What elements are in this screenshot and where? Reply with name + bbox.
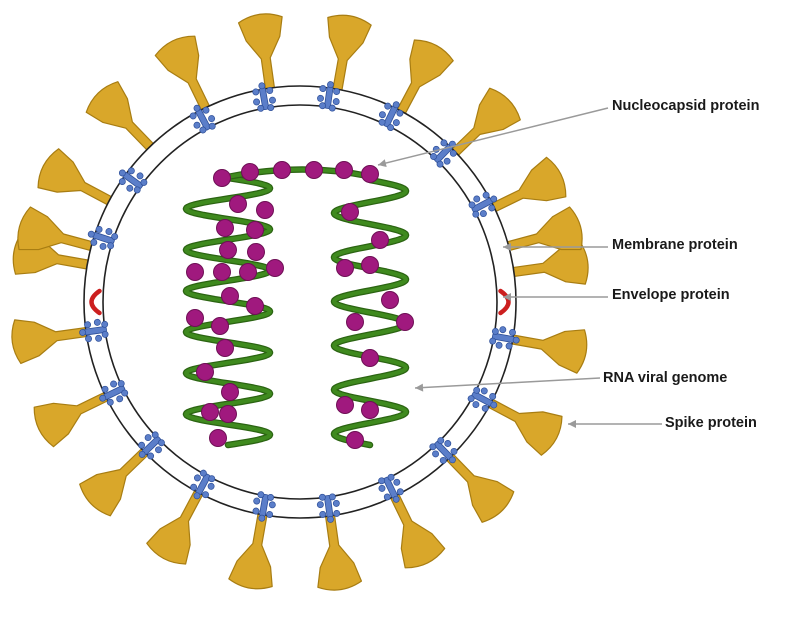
rna-strand-core xyxy=(332,178,408,447)
label-spike-protein: Spike protein xyxy=(665,415,757,431)
envelope-protein-icon xyxy=(498,288,511,316)
nucleocapsid-bead-icon xyxy=(346,431,364,449)
spike-protein-icon xyxy=(85,81,157,154)
spike-protein-icon xyxy=(146,486,206,565)
membrane-protein-icon xyxy=(252,491,276,522)
nucleocapsid-bead-icon xyxy=(186,263,204,281)
envelope-protein-icon xyxy=(89,288,102,316)
rna-strand-core xyxy=(184,176,272,447)
nucleocapsid-bead-icon xyxy=(216,219,234,237)
arrowhead-icon xyxy=(568,420,576,428)
nucleocapsid-bead-icon xyxy=(396,313,414,331)
membrane-protein-icon xyxy=(317,81,341,112)
leader-lines xyxy=(377,107,662,428)
membrane-protein-icon xyxy=(378,101,404,132)
nucleocapsid-bead-icon xyxy=(229,195,247,213)
membrane-protein-icon xyxy=(138,431,165,460)
nucleocapsid-bead-icon xyxy=(221,383,239,401)
spike-protein-group xyxy=(11,13,589,591)
label-nucleocapsid-protein: Nucleocapsid protein xyxy=(612,98,760,114)
spike-protein-icon xyxy=(154,35,212,115)
nucleocapsid-bead-icon xyxy=(216,339,234,357)
membrane-protein-icon xyxy=(316,493,341,523)
membrane-protein-icon xyxy=(489,326,520,350)
nucleocapsid-bead-icon xyxy=(256,201,274,219)
nucleocapsid-bead-icon xyxy=(381,291,399,309)
membrane-protein-icon xyxy=(190,469,216,500)
nucleocapsid-bead-icon xyxy=(196,363,214,381)
arrowhead-icon xyxy=(503,293,511,301)
leader-line xyxy=(377,107,609,166)
arrowhead-icon xyxy=(378,159,387,167)
spike-protein-icon xyxy=(37,148,116,208)
spike-protein-icon xyxy=(507,329,588,374)
nucleocapsid-bead-icon xyxy=(239,263,257,281)
membrane-protein-icon xyxy=(189,104,216,134)
nucleocapsid-bead-icon xyxy=(336,259,354,277)
label-envelope-protein: Envelope protein xyxy=(612,287,730,303)
membrane-protein-icon xyxy=(467,386,498,412)
nucleocapsid-bead-icon xyxy=(346,313,364,331)
spike-protein-icon xyxy=(79,445,152,517)
spike-protein-icon xyxy=(327,14,372,95)
nucleocapsid-bead-icon xyxy=(213,263,231,281)
nucleocapsid-bead-icon xyxy=(246,297,264,315)
nucleocapsid-bead-icon xyxy=(186,309,204,327)
spike-protein-icon xyxy=(487,156,567,214)
nucleocapsid-bead-icon xyxy=(266,259,284,277)
nucleocapsid-bead-icon xyxy=(305,161,323,179)
nucleocapsid-bead-icon xyxy=(361,349,379,367)
spike-protein-icon xyxy=(317,510,363,591)
membrane-protein-icon xyxy=(99,380,129,406)
spike-protein-icon xyxy=(237,13,283,94)
nucleocapsid-bead-icon xyxy=(209,429,227,447)
nucleocapsid-bead-icon xyxy=(247,243,265,261)
spike-protein-icon xyxy=(448,87,521,159)
nucleocapsid-bead-icon xyxy=(213,169,231,187)
nucleocapsid-bead-icon xyxy=(336,396,354,414)
rna-genome-group xyxy=(182,161,414,449)
arrowhead-icon xyxy=(503,243,511,251)
nucleocapsid-bead-icon xyxy=(341,203,359,221)
nucleocapsid-bead-icon xyxy=(335,161,353,179)
spike-protein-icon xyxy=(11,319,92,365)
nucleocapsid-bead-icon xyxy=(361,401,379,419)
nucleocapsid-bead-icon xyxy=(211,317,229,335)
label-rna-viral-genome: RNA viral genome xyxy=(603,370,728,386)
nucleocapsid-bead-icon xyxy=(219,405,237,423)
membrane-protein-icon xyxy=(252,82,276,112)
membrane-protein-icon xyxy=(87,225,119,250)
nucleocapsid-bead-icon xyxy=(201,403,219,421)
spike-protein-icon xyxy=(484,396,563,456)
leader-line xyxy=(414,377,601,389)
membrane-protein-icon xyxy=(429,437,458,464)
spike-protein-icon xyxy=(394,39,454,118)
membrane-protein-icon xyxy=(79,318,109,343)
spike-protein-icon xyxy=(503,206,583,253)
nucleocapsid-bead-icon xyxy=(361,165,379,183)
envelope-protein-group xyxy=(89,288,511,316)
nucleocapsid-bead-icon xyxy=(246,221,264,239)
nucleocapsid-bead-icon xyxy=(221,287,239,305)
membrane-protein-icon xyxy=(468,191,498,218)
spike-protein-icon xyxy=(388,489,446,569)
spike-protein-icon xyxy=(33,390,113,448)
membrane-protein-icon xyxy=(378,473,404,503)
nucleocapsid-bead-icon xyxy=(273,161,291,179)
nucleocapsid-bead-icon xyxy=(219,241,237,259)
spike-protein-icon xyxy=(17,206,97,253)
spike-protein-icon xyxy=(228,509,273,590)
membrane-protein-group xyxy=(79,81,520,523)
membrane-protein-icon xyxy=(430,139,457,168)
membrane-protein-icon xyxy=(118,167,148,194)
nucleocapsid-bead-icon xyxy=(361,256,379,274)
arrowhead-icon xyxy=(415,383,424,392)
label-membrane-protein: Membrane protein xyxy=(612,237,738,253)
nucleocapsid-bead-icon xyxy=(371,231,389,249)
nucleocapsid-bead-icon xyxy=(241,163,259,181)
spike-protein-icon xyxy=(443,450,515,523)
